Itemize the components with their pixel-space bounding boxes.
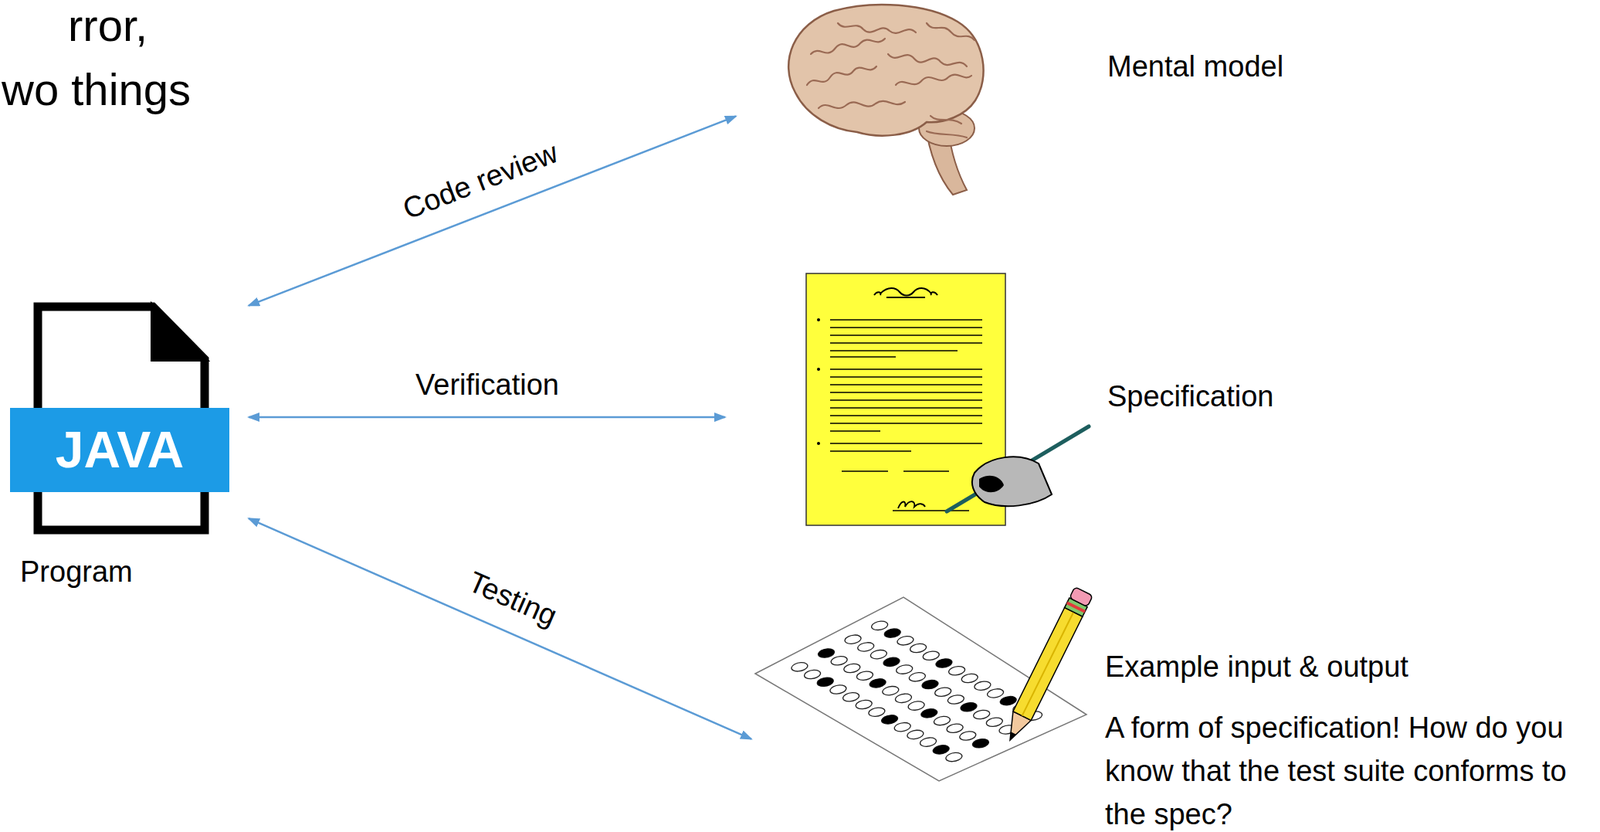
pencil-part: [1022, 611, 1075, 716]
answer-sheet-part-part-part: [918, 706, 941, 719]
brain-picture-part-part: [837, 23, 916, 34]
brain-picture-part-part: [818, 101, 906, 109]
specification-document-part-part: [830, 399, 983, 401]
specification-document-part-part: [830, 406, 983, 409]
test-example-node: Example input & output A form of specific…: [752, 594, 1597, 832]
specification-document-part: [979, 475, 1004, 492]
pencil-part: [1069, 586, 1093, 607]
answer-sheet-part: [788, 619, 1046, 763]
answer-sheet-part-part-part: [877, 712, 901, 726]
specification-document-part-part: [830, 376, 983, 378]
mental-model-node: Mental model: [737, 0, 1510, 197]
java-file-icon-part: [10, 407, 230, 492]
heading-fragment: wo things: [1, 64, 191, 116]
specification-document-part: [946, 426, 1089, 512]
brain-picture-part-part: [806, 66, 877, 85]
specification-document-part-part: [830, 391, 983, 394]
edge-label: Verification: [415, 367, 560, 402]
pencil: [1000, 586, 1093, 745]
specification-document-part-part: [830, 414, 983, 417]
specification-document-part-part: [841, 470, 889, 472]
pencil-part: [1013, 607, 1083, 721]
answer-sheet-part-part-part: [881, 627, 904, 640]
connector-arrow: [248, 115, 736, 306]
node-label: Example input & output: [1105, 649, 1409, 684]
specification-document-part: [874, 288, 938, 298]
specification-document-part: [898, 501, 926, 509]
answer-sheet-part-part-part: [866, 676, 889, 689]
brain-picture-part-part: [930, 115, 962, 124]
specification-document-part-part: [830, 442, 983, 445]
specification-document-part-part: [830, 355, 896, 358]
note-text: A form of specification! How do you know…: [1105, 705, 1592, 832]
answer-sheet-part-part: [788, 619, 1046, 763]
brain-picture-part-part: [926, 23, 975, 41]
specification-document-part-part: [830, 450, 912, 452]
answer-sheet-part-part-part: [918, 677, 942, 691]
specification-document-part-part: [903, 470, 950, 472]
specification-document-part-part: [830, 368, 983, 370]
program-file: JAVA Program: [10, 299, 248, 594]
answer-sheet-part-part-part: [813, 675, 837, 689]
pencil-part: [1006, 731, 1017, 742]
brain-picture-part-part: [810, 38, 885, 55]
brain-picture: [788, 4, 984, 195]
brain-picture-part: [788, 4, 984, 136]
specification-document-part-part: [830, 342, 983, 344]
specification-document-part: [830, 319, 983, 511]
specification-document: [806, 273, 1089, 526]
specification-document-part: [816, 441, 821, 445]
answer-sheet-part-part-part: [932, 657, 956, 670]
specification-document-part-part: [892, 509, 970, 512]
answer-sheet-part-part-part: [969, 736, 992, 750]
brain-picture-part: [806, 23, 975, 138]
specification-document-part-part: [830, 383, 983, 386]
specification-document-part: [972, 456, 1052, 506]
answer-sheet-part-part-part: [880, 655, 903, 668]
specification-node: Specification: [726, 273, 1499, 529]
connector-arrow: [248, 416, 726, 419]
specification-document-part-part: [830, 430, 881, 432]
answer-sheet: [755, 586, 1093, 781]
node-label: Specification: [1107, 379, 1274, 414]
brain-picture-part-part: [926, 131, 967, 138]
answer-sheet-part-part-part: [814, 647, 838, 660]
file-type-label: JAVA: [55, 423, 184, 475]
heading-fragment: rror,: [67, 0, 148, 51]
specification-document-part: [816, 318, 821, 322]
answer-sheet-part-part-part: [957, 700, 980, 713]
specification-document-part-part: [830, 349, 958, 352]
answer-sheet-part-part-part: [929, 742, 953, 756]
answer-sheet-part: [755, 596, 1087, 781]
specification-document-part: [816, 367, 821, 371]
node-label: Mental model: [1107, 49, 1284, 84]
specification-document-part-part: [830, 318, 983, 321]
java-file-icon-part: [152, 306, 205, 360]
brain-picture-part-part: [888, 54, 967, 67]
specification-document-part-part: [830, 326, 983, 329]
edge-label: Code review: [398, 135, 563, 227]
brain-picture-part-part: [895, 74, 972, 85]
connector-arrow: [248, 518, 752, 739]
specification-document-part-part: [830, 422, 983, 424]
edge-label: Testing: [463, 564, 563, 634]
node-label: Program: [20, 554, 133, 589]
java-file-icon: [10, 306, 230, 530]
specification-document-part-part: [830, 334, 983, 336]
